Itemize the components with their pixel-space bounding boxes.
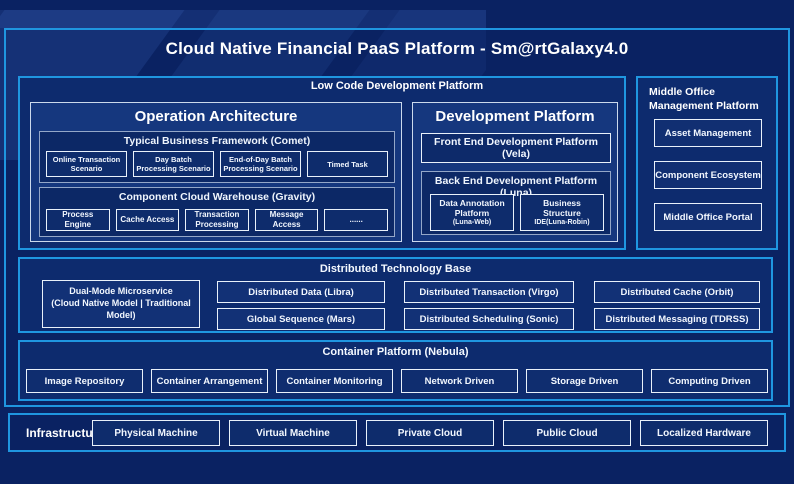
- diagram-node-component-ecosystem: Component Ecosystem: [654, 161, 762, 189]
- diagram-node-asset-management: Asset Management: [654, 119, 762, 147]
- diagram-node-distributed-data: Distributed Data (Libra): [217, 281, 385, 303]
- diagram-node-private-cloud: Private Cloud: [366, 420, 494, 446]
- section-infrastructure: Infrastructure Physical Machine Virtual …: [8, 413, 786, 452]
- node-line: IDE(Luna-Robin): [534, 218, 590, 226]
- diagram-node-process-engine: Process Engine: [46, 209, 110, 231]
- diagram-node-cache-access: Cache Access: [115, 209, 180, 231]
- section-label-distributed: Distributed Technology Base: [319, 263, 472, 275]
- panel-title: Operation Architecture: [134, 108, 298, 125]
- diagram-node-network-driven: Network Driven: [401, 369, 518, 393]
- diagram-node-localized-hardware: Localized Hardware: [640, 420, 768, 446]
- section-label-infrastructure: Infrastructure: [26, 425, 105, 440]
- diagram-node-more-ellipsis: ......: [324, 209, 388, 231]
- background-stripe: [0, 10, 486, 28]
- section-middle-office-management-platform: Middle Office Management Platform Asset …: [636, 76, 778, 250]
- diagram-node-image-repository: Image Repository: [26, 369, 143, 393]
- diagram-node-computing-driven: Computing Driven: [651, 369, 768, 393]
- node-row: Online Transaction Scenario Day Batch Pr…: [46, 151, 388, 177]
- page-title: Cloud Native Financial PaaS Platform - S…: [165, 39, 629, 58]
- group-title: Typical Business Framework (Comet): [123, 135, 311, 147]
- section-low-code-development-platform: Operation Architecture Typical Business …: [18, 76, 626, 250]
- diagram-node-distributed-cache: Distributed Cache (Orbit): [594, 281, 760, 303]
- diagram-node-timed-task: Timed Task: [307, 151, 388, 177]
- section-label-low-code: Low Code Development Platform: [310, 80, 484, 92]
- node-line: Structure: [543, 208, 581, 219]
- node-row: Process Engine Cache Access Transaction …: [46, 209, 388, 231]
- diagram-node-online-transaction-scenario: Online Transaction Scenario: [46, 151, 127, 177]
- diagram-node-end-of-day-batch-processing-scenario: End-of-Day Batch Processing Scenario: [220, 151, 301, 177]
- diagram-node-dual-mode-microservice: Dual-Mode Microservice (Cloud Native Mod…: [42, 280, 200, 328]
- diagram-node-day-batch-processing-scenario: Day Batch Processing Scenario: [133, 151, 214, 177]
- group-typical-business-framework: Typical Business Framework (Comet) Onlin…: [39, 131, 395, 183]
- node-line: (Luna-Web): [452, 218, 492, 226]
- diagram-node-virtual-machine: Virtual Machine: [229, 420, 357, 446]
- section-distributed-technology-base: Distributed Technology Base Dual-Mode Mi…: [18, 257, 773, 333]
- diagram-node-business-structure-ide: Business Structure IDE(Luna-Robin): [520, 194, 604, 231]
- section-label-container-platform: Container Platform (Nebula): [322, 346, 469, 358]
- diagram-node-distributed-transaction: Distributed Transaction (Virgo): [404, 281, 574, 303]
- group-back-end-development-platform: Back End Development Platform (Luna) Dat…: [421, 171, 611, 235]
- diagram-node-distributed-messaging: Distributed Messaging (TDRSS): [594, 308, 760, 330]
- diagram-node-distributed-scheduling: Distributed Scheduling (Sonic): [404, 308, 574, 330]
- diagram-node-public-cloud: Public Cloud: [503, 420, 631, 446]
- group-component-cloud-warehouse: Component Cloud Warehouse (Gravity) Proc…: [39, 187, 395, 237]
- node-line: (Cloud Native Model | Traditional: [51, 298, 191, 309]
- node-line: Platform: [454, 208, 490, 219]
- diagram-node-physical-machine: Physical Machine: [92, 420, 220, 446]
- section-container-platform-nebula: Container Platform (Nebula) Image Reposi…: [18, 340, 773, 401]
- diagram-node-front-end-development-platform: Front End Development Platform (Vela): [421, 133, 611, 163]
- diagram-node-global-sequence: Global Sequence (Mars): [217, 308, 385, 330]
- panel-operation-architecture: Operation Architecture Typical Business …: [30, 102, 402, 242]
- diagram-outer-frame: Cloud Native Financial PaaS Platform - S…: [4, 28, 790, 407]
- panel-development-platform: Development Platform Front End Developme…: [412, 102, 618, 242]
- diagram-node-container-monitoring: Container Monitoring: [276, 369, 393, 393]
- diagram-node-container-arrangement: Container Arrangement: [151, 369, 268, 393]
- panel-title: Development Platform: [435, 108, 595, 125]
- group-title: Component Cloud Warehouse (Gravity): [118, 191, 316, 203]
- node-line: Data Annotation: [439, 197, 505, 208]
- diagram-node-middle-office-portal: Middle Office Portal: [654, 203, 762, 231]
- node-line: Dual-Mode Microservice: [69, 286, 173, 297]
- section-label-middle-office: Middle Office Management Platform: [649, 86, 759, 112]
- diagram-node-transaction-processing: Transaction Processing: [185, 209, 249, 231]
- diagram-node-message-access: Message Access: [254, 209, 319, 231]
- node-line: Model): [106, 309, 136, 320]
- diagram-node-data-annotation-platform: Data Annotation Platform (Luna-Web): [430, 194, 514, 231]
- node-line: Business: [543, 197, 581, 208]
- diagram-node-storage-driven: Storage Driven: [526, 369, 643, 393]
